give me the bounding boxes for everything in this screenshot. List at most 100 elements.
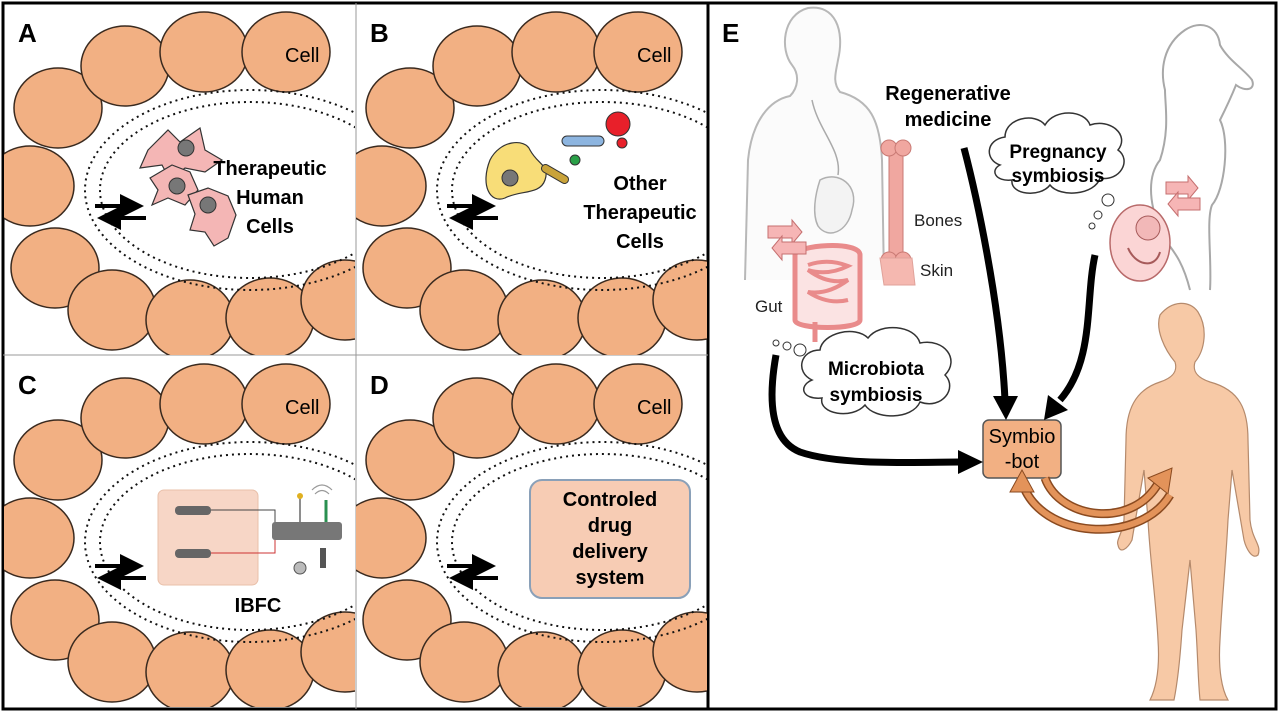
cell-label: Cell <box>285 45 319 67</box>
cell-label: Cell <box>637 45 671 67</box>
bacterium-brown <box>540 164 570 184</box>
bone-icon <box>880 139 912 269</box>
exchange-arrows <box>447 554 498 590</box>
membrane-inner <box>99 453 355 631</box>
cell-ring <box>356 11 707 355</box>
content-line-3: Cells <box>246 216 294 238</box>
cell-label: Cell <box>637 397 671 419</box>
panel-a: Cell Therapeutic Human Cells <box>4 11 355 355</box>
panel-letter-e: E <box>722 18 739 48</box>
sensor-tip <box>297 493 303 499</box>
panel-letter-c: C <box>18 370 37 400</box>
nucleus <box>501 169 519 187</box>
host-cell <box>241 11 331 93</box>
membrane-inner <box>99 101 355 279</box>
nucleus <box>177 139 195 157</box>
host-cell <box>4 497 75 579</box>
content-line-4: system <box>576 567 645 589</box>
pregnancy-cloud <box>988 112 1125 230</box>
gut-exchange-arrows <box>767 218 807 262</box>
host-cell <box>159 11 249 93</box>
host-cell <box>145 631 235 707</box>
cell-ring <box>356 363 707 707</box>
content-line-2: Human <box>236 187 304 209</box>
electronic-device <box>272 522 342 540</box>
cell-ring <box>4 363 355 707</box>
host-cell <box>67 269 157 351</box>
host-cell <box>4 145 75 227</box>
host-cell <box>432 377 522 459</box>
host-cell <box>365 67 455 149</box>
cell-label: Cell <box>285 397 319 419</box>
host-cell <box>241 363 331 445</box>
membrane-inner <box>451 453 707 631</box>
host-cell <box>356 145 427 227</box>
microbiota-cloud <box>772 326 952 417</box>
bacterium-blue <box>561 135 605 147</box>
drug-delivery-box <box>529 479 691 599</box>
bones-label: Bones <box>914 211 962 230</box>
host-cell <box>300 611 355 693</box>
membrane-outer <box>436 89 707 291</box>
torso-outline <box>744 6 885 281</box>
nucleus <box>199 196 217 214</box>
content-line-1: Other <box>613 173 667 195</box>
host-cell <box>652 611 707 693</box>
content-line-1: IBFC <box>235 595 282 617</box>
actuator <box>293 561 307 575</box>
arrow-pregnancy <box>1044 254 1099 420</box>
regenerative-line-1: Regenerative <box>885 83 1011 105</box>
host-cell <box>365 419 455 501</box>
host-cell <box>593 11 683 93</box>
pregnancy-line-1: Pregnancy <box>1009 142 1107 163</box>
content-line-2: Therapeutic <box>583 202 696 224</box>
wireless-icon <box>311 484 333 495</box>
content-line-1: Controled <box>563 489 657 511</box>
host-cell <box>145 279 235 355</box>
host-cell <box>67 621 157 703</box>
membrane-outer <box>436 441 707 643</box>
membrane-outer <box>84 89 355 291</box>
membrane-outer <box>84 441 355 643</box>
human-cell <box>187 187 237 247</box>
content-line-1: Therapeutic <box>213 158 326 180</box>
biofuel-cell-box <box>157 489 259 586</box>
host-cell <box>13 67 103 149</box>
regenerative-line-2: medicine <box>905 109 992 131</box>
symbiobot-line-2: -bot <box>1005 451 1040 473</box>
skin-icon <box>879 257 916 286</box>
host-cell <box>497 279 587 355</box>
microbiota-line-1: Microbiota <box>828 359 924 380</box>
microbiota-line-2: symbiosis <box>830 385 923 406</box>
red-particle <box>605 111 631 137</box>
red-particle-small <box>616 137 628 149</box>
electrode-anode <box>175 506 211 515</box>
exchange-arrows <box>95 194 146 230</box>
panel-c: Cell IBFC <box>4 363 355 707</box>
host-cell <box>593 363 683 445</box>
fetus-icon <box>1109 204 1171 282</box>
arrow-regenerative <box>960 147 1018 420</box>
panel-e: E Gut Bones Skin Regenerative me <box>722 6 1260 701</box>
symbiobot-line-1: Symbio <box>989 426 1056 448</box>
host-cell <box>419 621 509 703</box>
content-line-3: delivery <box>572 541 648 563</box>
panel-d: Cell Controled drug delivery system <box>356 363 707 707</box>
nucleus <box>168 177 186 195</box>
green-particle <box>569 154 581 166</box>
gut-label: Gut <box>755 297 783 316</box>
pregnancy-exchange-arrows <box>1165 174 1201 218</box>
host-cell <box>497 631 587 707</box>
yeast-cell <box>485 142 547 200</box>
intestines <box>792 243 863 342</box>
pregnancy-line-2: symbiosis <box>1012 166 1105 187</box>
cell-ring <box>4 11 355 355</box>
host-cell <box>511 11 601 93</box>
arrow-microbiota <box>768 354 983 474</box>
host-cell <box>356 497 427 579</box>
content-line-3: Cells <box>616 231 664 253</box>
host-cell <box>80 377 170 459</box>
content-line-2: drug <box>588 515 632 537</box>
panel-letter-b: B <box>370 18 389 48</box>
host-cell <box>419 269 509 351</box>
